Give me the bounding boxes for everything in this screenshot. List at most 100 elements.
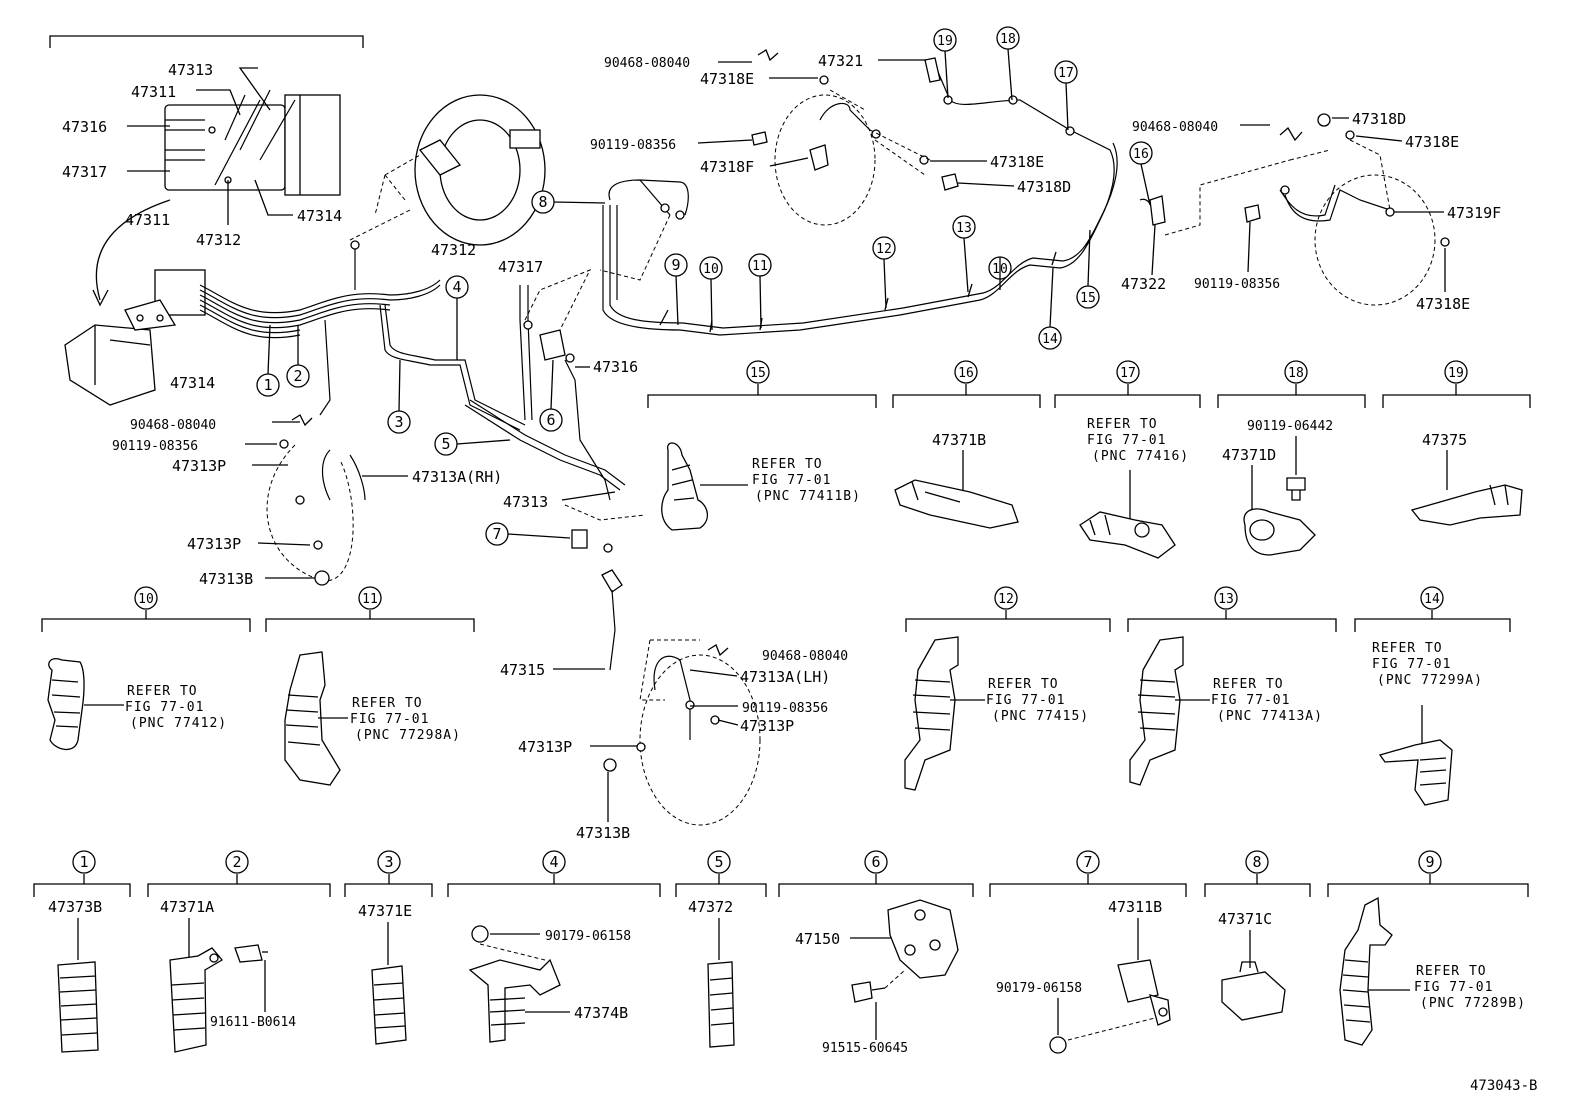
svg-text:19: 19 [1448, 366, 1464, 381]
brake-booster [349, 94, 546, 246]
d17-refer1: REFER TO [1087, 417, 1158, 432]
detail-10: 10 REFER TO FIG 77-01 (PNC 77412) [41, 586, 251, 751]
callout-15: 15 [1080, 291, 1096, 306]
svg-text:1: 1 [79, 853, 88, 871]
svg-text:12: 12 [998, 592, 1014, 607]
detail-6: 6 47150 91515-60645 [778, 850, 974, 1056]
d19-part: 47375 [1422, 431, 1467, 449]
detail-12: 12 REFER TO FIG 77-01 (PNC 77415) [904, 586, 1111, 791]
label-47313A-lh: 47313A(LH) [740, 668, 830, 686]
d12-refer1: REFER TO [988, 677, 1059, 692]
d16-part: 47371B [932, 431, 986, 449]
label-90119-a: 90119-08356 [112, 439, 198, 454]
callout-11: 11 [752, 259, 768, 274]
svg-text:2: 2 [232, 853, 241, 871]
label-47318E-c: 47318E [1405, 133, 1459, 151]
label-47322: 47322 [1121, 275, 1166, 293]
d18-part: 47371D [1222, 446, 1276, 464]
three-way-connector [523, 269, 611, 501]
callout-18: 18 [1000, 32, 1016, 47]
svg-text:3: 3 [384, 853, 393, 871]
label-47313P-c: 47313P [740, 717, 794, 735]
label-47314-top: 47314 [297, 207, 342, 225]
callout-5: 5 [441, 435, 450, 453]
label-47313P-a: 47313P [172, 457, 226, 475]
d12-refer2: FIG 77-01 [986, 693, 1065, 708]
svg-text:15: 15 [750, 366, 766, 381]
d4-nut: 90179-06158 [545, 929, 631, 944]
d13-refer1: REFER TO [1213, 677, 1284, 692]
main-callouts: 1 2 3 4 5 6 7 8 9 10 11 12 13 10 14 15 1… [256, 26, 1153, 546]
callout-13: 13 [956, 221, 972, 236]
detail-11: 11 REFER TO FIG 77-01 (PNC 77298A) [265, 586, 475, 786]
svg-text:18: 18 [1288, 366, 1304, 381]
svg-text:11: 11 [362, 592, 378, 607]
d4-part: 47374B [574, 1004, 628, 1022]
d9-refer1: REFER TO [1416, 964, 1487, 979]
callout-4: 4 [452, 278, 461, 296]
svg-text:6: 6 [871, 853, 880, 871]
front-rh-wheel-hose [266, 414, 366, 586]
d17-refer3: (PNC 77416) [1092, 449, 1189, 464]
actuator-inset [49, 35, 364, 307]
d12-refer3: (PNC 77415) [992, 709, 1089, 724]
callout-3: 3 [394, 413, 403, 431]
label-47318E-a: 47318E [700, 70, 754, 88]
svg-text:17: 17 [1120, 366, 1136, 381]
detail-2: 2 47371A 91611-B0614 [147, 850, 331, 1053]
label-47313B-b: 47313B [576, 824, 630, 842]
d5-part: 47372 [688, 898, 733, 916]
callout-16: 16 [1133, 147, 1149, 162]
detail-9: 9 REFER TO FIG 77-01 (PNC 77289B) [1327, 850, 1529, 1046]
d17-refer2: FIG 77-01 [1087, 433, 1166, 448]
d3-part: 47371E [358, 902, 412, 920]
detail-15: 15 REFER TO FIG 77-01 (PNC 77411B) [647, 360, 877, 531]
callout-2: 2 [293, 367, 302, 385]
callout-9: 9 [671, 256, 680, 274]
d2-bolt: 91611-B0614 [210, 1015, 296, 1030]
callout-6: 6 [546, 411, 555, 429]
callout-10: 10 [703, 262, 719, 277]
label-90468-d: 90468-08040 [1132, 120, 1218, 135]
detail-13: 13 REFER TO FIG 77-01 (PNC 77413A) [1127, 586, 1337, 786]
d1-part: 47373B [48, 898, 102, 916]
d14-refer2: FIG 77-01 [1372, 657, 1451, 672]
label-47313A-rh: 47313A(RH) [412, 468, 502, 486]
detail-19: 19 47375 [1382, 360, 1531, 526]
svg-text:14: 14 [1424, 592, 1440, 607]
svg-text:13: 13 [1218, 592, 1234, 607]
svg-text:7: 7 [1083, 853, 1092, 871]
d11-refer3: (PNC 77298A) [355, 728, 461, 743]
label-90119-b: 90119-08356 [742, 701, 828, 716]
d7-nut: 90179-06158 [996, 981, 1082, 996]
detail-8: 8 47371C [1204, 850, 1311, 1021]
d14-refer1: REFER TO [1372, 641, 1443, 656]
label-47316-left: 47316 [62, 118, 107, 136]
label-47317-mid: 47317 [498, 258, 543, 276]
d13-refer3: (PNC 77413A) [1217, 709, 1323, 724]
callout-12: 12 [876, 242, 892, 257]
d11-refer1: REFER TO [352, 696, 423, 711]
detail-18: 18 90119-06442 47371D [1217, 360, 1366, 556]
detail-14: 14 REFER TO FIG 77-01 (PNC 77299A) [1354, 586, 1511, 806]
label-47316-mid: 47316 [593, 358, 638, 376]
label-47318D-a: 47318D [1017, 178, 1071, 196]
label-47313-mid: 47313 [503, 493, 548, 511]
rear-pipe-run [599, 57, 1118, 336]
svg-text:10: 10 [138, 592, 154, 607]
label-47318E-d: 47318E [1416, 295, 1470, 313]
label-47312-mid: 47312 [431, 241, 476, 259]
label-47318D-b: 47318D [1352, 110, 1406, 128]
d2-part: 47371A [160, 898, 214, 916]
label-47311-top: 47311 [131, 83, 176, 101]
d15-refer1: REFER TO [752, 457, 823, 472]
svg-text:5: 5 [714, 853, 723, 871]
callout-8: 8 [538, 193, 547, 211]
d15-refer3: (PNC 77411B) [755, 489, 861, 504]
rear-lh-wheel-hose [751, 49, 959, 226]
detail-1: 1 47373B [33, 850, 131, 1053]
callout-17: 17 [1058, 66, 1074, 81]
detail-5: 5 47372 [675, 850, 767, 1048]
d18-bolt: 90119-06442 [1247, 419, 1333, 434]
d6-bolt: 91515-60645 [822, 1041, 908, 1056]
